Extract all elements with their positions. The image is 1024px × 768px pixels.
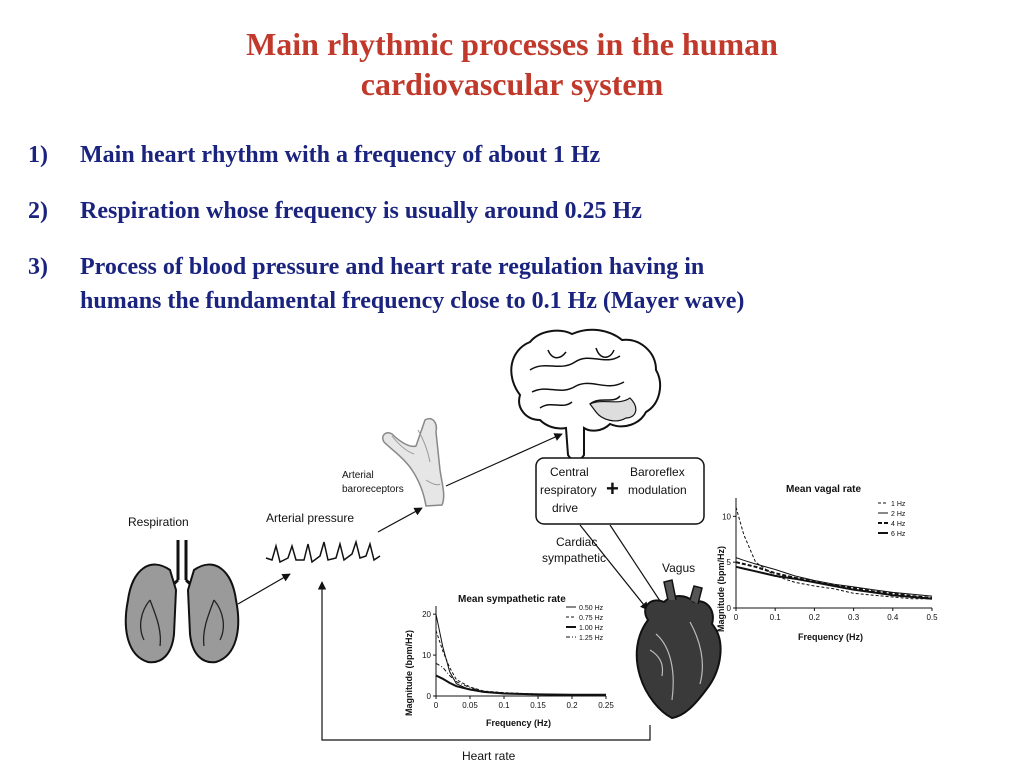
title-line-1: Main rhythmic processes in the human <box>246 26 778 62</box>
baroreceptors-label-2: baroreceptors <box>342 484 404 495</box>
x-tick-label: 0 <box>434 701 439 710</box>
list-text: Respiration whose frequency is usually a… <box>80 198 642 224</box>
legend-entry: 1 Hz <box>891 501 906 508</box>
arrow-vagus-to-heart <box>609 524 667 611</box>
chart-title: Mean sympathetic rate <box>458 594 566 605</box>
legend-entry: 0.75 Hz <box>579 615 604 622</box>
x-tick-label: 0.3 <box>848 613 860 622</box>
baroreflex-label-1: Baroreflex <box>630 465 685 479</box>
plus-sign: + <box>606 476 619 501</box>
list-number: 2) <box>28 198 48 224</box>
y-axis-label: Magnitude (bpm/Hz) <box>716 546 726 632</box>
heart-icon <box>635 579 722 720</box>
arrow-lungs-to-pressure <box>237 573 291 605</box>
legend-entry: 6 Hz <box>891 531 906 538</box>
arrow-pressure-to-baroreceptors <box>377 507 423 533</box>
arterial-pressure-label: Arterial pressure <box>266 511 354 525</box>
lungs-icon <box>124 540 240 664</box>
list-number: 3) <box>28 254 48 280</box>
y-tick-label: 0 <box>727 604 732 613</box>
series-line <box>435 630 606 696</box>
central-label-2: respiratory <box>540 483 597 497</box>
vagus-label: Vagus <box>662 561 695 575</box>
list-item: 1) Main heart rhythm with a frequency of… <box>28 138 600 172</box>
arrow-sympathetic-to-heart <box>579 524 649 611</box>
arterial-pressure-waveform <box>265 539 381 564</box>
legend-entry: 2 Hz <box>891 511 906 518</box>
y-tick-label: 0 <box>427 692 432 701</box>
series-line <box>735 557 933 597</box>
y-tick-label: 5 <box>727 558 732 567</box>
x-tick-label: 0.2 <box>566 701 578 710</box>
slide-title: Main rhythmic processes in the human car… <box>0 24 1024 104</box>
legend-entry: 0.50 Hz <box>579 605 604 612</box>
list-text: Main heart rhythm with a frequency of ab… <box>80 142 601 168</box>
x-tick-label: 0.25 <box>598 701 614 710</box>
cardiac-sympathetic-label-1: Cardiac <box>556 535 597 549</box>
heart-rate-label: Heart rate <box>462 749 516 763</box>
brain-icon <box>510 328 662 462</box>
list-text: Process of blood pressure and heart rate… <box>80 254 705 280</box>
chart-title: Mean vagal rate <box>786 484 861 495</box>
series-line <box>735 565 933 600</box>
sympathetic-rate-chart: Mean sympathetic rate Magnitude (bpm/Hz)… <box>404 594 614 728</box>
list-text-continued: humans the fundamental frequency close t… <box>80 288 745 314</box>
list-number: 1) <box>28 142 48 168</box>
legend-entry: 4 Hz <box>891 521 906 528</box>
x-tick-label: 0.05 <box>462 701 478 710</box>
x-tick-label: 0.1 <box>770 613 782 622</box>
y-tick-label: 10 <box>722 512 731 521</box>
arrow-baroreceptors-to-brain <box>445 433 563 487</box>
legend-entry: 1.00 Hz <box>579 625 604 632</box>
series-line <box>735 561 933 599</box>
x-axis-label: Frequency (Hz) <box>798 632 863 642</box>
arrow-heartrate-feedback <box>317 581 651 741</box>
baroreflex-label-2: modulation <box>628 483 687 497</box>
central-control-box <box>535 457 705 525</box>
x-axis-label: Frequency (Hz) <box>486 718 551 728</box>
legend-entry: 1.25 Hz <box>579 635 604 642</box>
title-line-2: cardiovascular system <box>360 66 664 102</box>
list-item: 3) Process of blood pressure and heart r… <box>28 250 744 318</box>
series-line <box>435 662 606 696</box>
central-label-1: Central <box>550 465 589 479</box>
y-tick-label: 10 <box>422 651 431 660</box>
list-item: 2) Respiration whose frequency is usuall… <box>28 194 642 228</box>
x-tick-label: 0.5 <box>926 613 938 622</box>
respiration-label: Respiration <box>128 515 189 529</box>
series-line <box>435 674 606 696</box>
x-tick-label: 0 <box>734 613 739 622</box>
x-tick-label: 0.4 <box>887 613 899 622</box>
artery-icon <box>381 418 445 507</box>
baroreceptors-label-1: Arterial <box>342 470 374 481</box>
central-label-3: drive <box>552 501 578 515</box>
vagal-rate-chart: Mean vagal rate Magnitude (bpm/Hz) Frequ… <box>716 484 938 642</box>
y-axis-label: Magnitude (bpm/Hz) <box>404 630 414 716</box>
x-tick-label: 0.2 <box>809 613 821 622</box>
x-tick-label: 0.15 <box>530 701 546 710</box>
x-tick-label: 0.1 <box>498 701 510 710</box>
cardiac-sympathetic-label-2: sympathetic <box>542 551 606 565</box>
y-tick-label: 20 <box>422 610 431 619</box>
series-line <box>735 507 932 600</box>
